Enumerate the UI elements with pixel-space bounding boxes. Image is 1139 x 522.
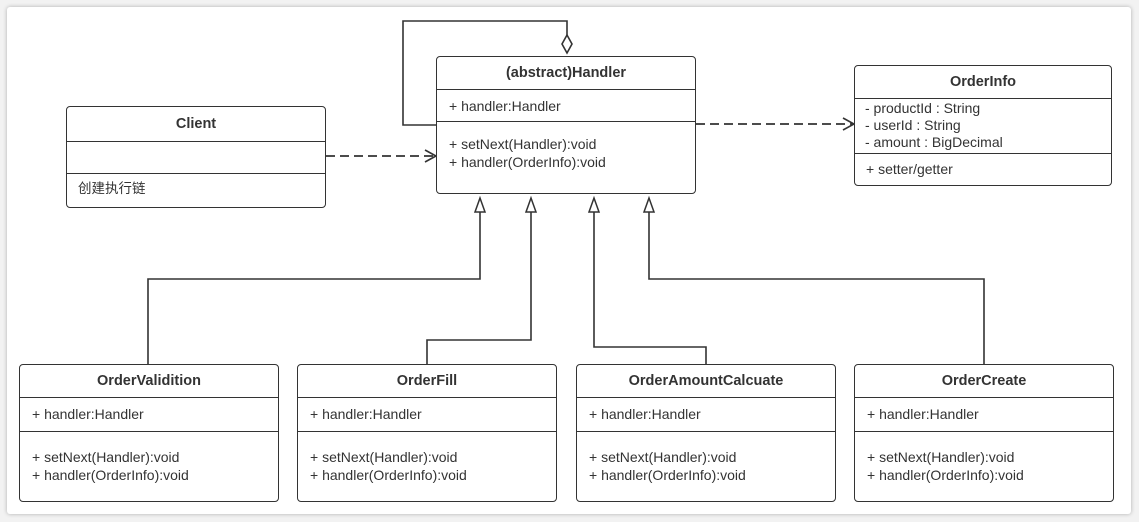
class-client[interactable]: Client 创建执行链 (66, 106, 326, 208)
attribute: + handler:Handler (449, 98, 561, 114)
generalization-ordervalidition (147, 212, 481, 364)
operation: + setNext(Handler):void (32, 449, 180, 465)
operations-section: + setNext(Handler):void + handler(OrderI… (20, 432, 278, 484)
generalization-arrowhead (473, 195, 487, 213)
class-name: OrderCreate (855, 365, 1113, 398)
class-name: OrderValidition (20, 365, 278, 398)
generalization-ordercreate (648, 212, 985, 364)
attribute: - amount : BigDecimal (865, 134, 1003, 150)
generalization-arrowhead (642, 195, 656, 213)
operation: + handler(OrderInfo):void (449, 154, 606, 170)
attributes-section: + handler:Handler (437, 90, 695, 122)
attribute: + handler:Handler (32, 406, 144, 422)
attribute: - userId : String (865, 117, 961, 133)
operations-section: + setNext(Handler):void + handler(OrderI… (577, 432, 835, 484)
operations-section: + setNext(Handler):void + handler(OrderI… (437, 122, 695, 171)
operations-section: + setter/getter (855, 154, 1111, 178)
operation: + setNext(Handler):void (449, 136, 597, 152)
generalization-orderamount (593, 212, 707, 364)
class-name: OrderFill (298, 365, 556, 398)
class-ordercreate[interactable]: OrderCreate + handler:Handler + setNext(… (854, 364, 1114, 502)
attributes-section: + handler:Handler (298, 398, 556, 432)
attribute: + handler:Handler (589, 406, 701, 422)
operations-section: + setNext(Handler):void + handler(OrderI… (298, 432, 556, 484)
class-handler[interactable]: (abstract)Handler + handler:Handler + se… (436, 56, 696, 194)
operation: + setter/getter (866, 161, 953, 177)
operation: + setNext(Handler):void (310, 449, 458, 465)
attributes-section: - productId : String - userId : String -… (855, 99, 1111, 154)
operations-section: 创建执行链 (67, 174, 325, 198)
operation: + setNext(Handler):void (867, 449, 1015, 465)
operation: 创建执行链 (78, 181, 146, 196)
attributes-section: + handler:Handler (855, 398, 1113, 432)
generalization-orderfill (426, 212, 532, 364)
attributes-section (67, 142, 325, 174)
class-orderfill[interactable]: OrderFill + handler:Handler + setNext(Ha… (297, 364, 557, 502)
attributes-section: + handler:Handler (577, 398, 835, 432)
operation: + handler(OrderInfo):void (867, 467, 1024, 483)
class-name: Client (67, 107, 325, 142)
operation: + handler(OrderInfo):void (589, 467, 746, 483)
operation: + handler(OrderInfo):void (32, 467, 189, 483)
class-orderamountcalcuate[interactable]: OrderAmountCalcuate + handler:Handler + … (576, 364, 836, 502)
aggregation-self-link (402, 20, 568, 126)
operations-section: + setNext(Handler):void + handler(OrderI… (855, 432, 1113, 484)
diagram-canvas: (abstract)Handler + handler:Handler + se… (7, 7, 1131, 514)
attribute: - productId : String (865, 100, 981, 116)
class-name: OrderInfo (855, 66, 1111, 99)
class-name: (abstract)Handler (437, 57, 695, 90)
class-orderinfo[interactable]: OrderInfo - productId : String - userId … (854, 65, 1112, 186)
attribute: + handler:Handler (867, 406, 979, 422)
aggregation-diamond (561, 33, 573, 55)
class-ordervalidition[interactable]: OrderValidition + handler:Handler + setN… (19, 364, 279, 502)
class-name: OrderAmountCalcuate (577, 365, 835, 398)
generalization-arrowhead (524, 195, 538, 213)
operation: + handler(OrderInfo):void (310, 467, 467, 483)
generalization-arrowhead (587, 195, 601, 213)
attribute: + handler:Handler (310, 406, 422, 422)
relation-links (147, 20, 985, 364)
attributes-section: + handler:Handler (20, 398, 278, 432)
operation: + setNext(Handler):void (589, 449, 737, 465)
